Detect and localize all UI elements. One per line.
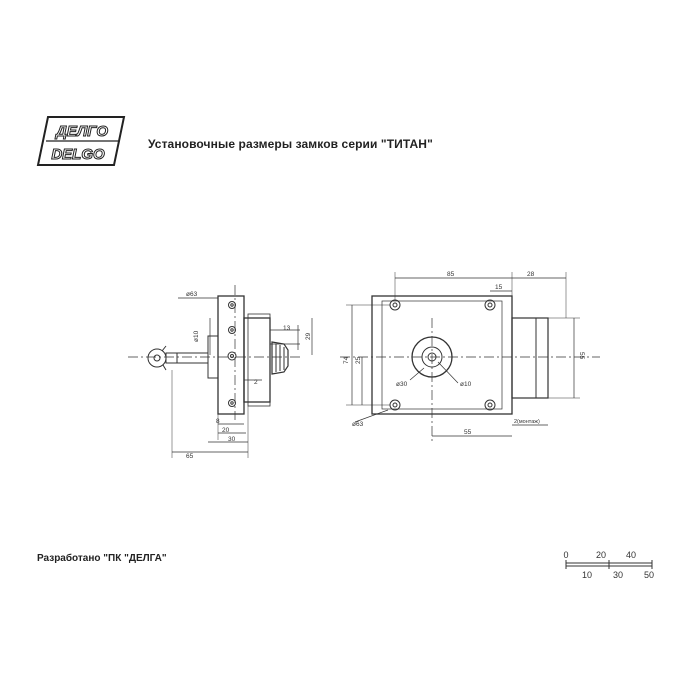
logo-line1: ДЕЛГО [54,123,108,140]
dim-front-d63: ø63 [352,421,364,428]
side-view [128,285,313,458]
dim-side-d63: ø63 [186,291,198,298]
dim-side-d10: ø10 [193,330,200,342]
scale-top-20: 20 [596,550,606,560]
dim-front-w28: 28 [527,271,535,278]
front-view [340,272,600,442]
page-title: Установочные размеры замков серии "ТИТАН… [148,137,433,151]
dim-side-h29: 29 [305,332,312,340]
dim-front-h25: 25 [355,356,362,364]
dim-front-h55: 55 [578,352,585,360]
dim-front-note: 2(монтаж) [514,419,540,425]
dim-front-w15: 15 [495,284,503,291]
scale-top-0: 0 [563,550,568,560]
dim-front-w85: 85 [447,271,455,278]
logo-line2: DELGO [51,146,105,163]
delgo-logo: ДЕЛГО DELGO [36,116,126,166]
dim-side-w20: 20 [222,427,230,434]
dim-front-d30: ø30 [396,381,408,388]
credit-text: Разработано "ПК "ДЕЛГА" [37,553,167,564]
scale-bottom-50: 50 [644,570,654,580]
scale-bottom-30: 30 [613,570,623,580]
scale-top-40: 40 [626,550,636,560]
key-icon [147,345,209,371]
dim-side-w30: 30 [228,436,236,443]
dim-front-d10: ø10 [460,381,472,388]
dim-front-h74: 74 [343,356,350,364]
dim-side-w8: 8 [216,418,220,425]
dim-front-w55: 55 [464,429,472,436]
dim-side-w2: 2 [254,379,258,386]
scale-bottom-10: 10 [582,570,592,580]
scale-bar [565,560,653,569]
dim-side-w65: 65 [186,453,194,460]
dim-side-h13: 13 [283,325,291,332]
